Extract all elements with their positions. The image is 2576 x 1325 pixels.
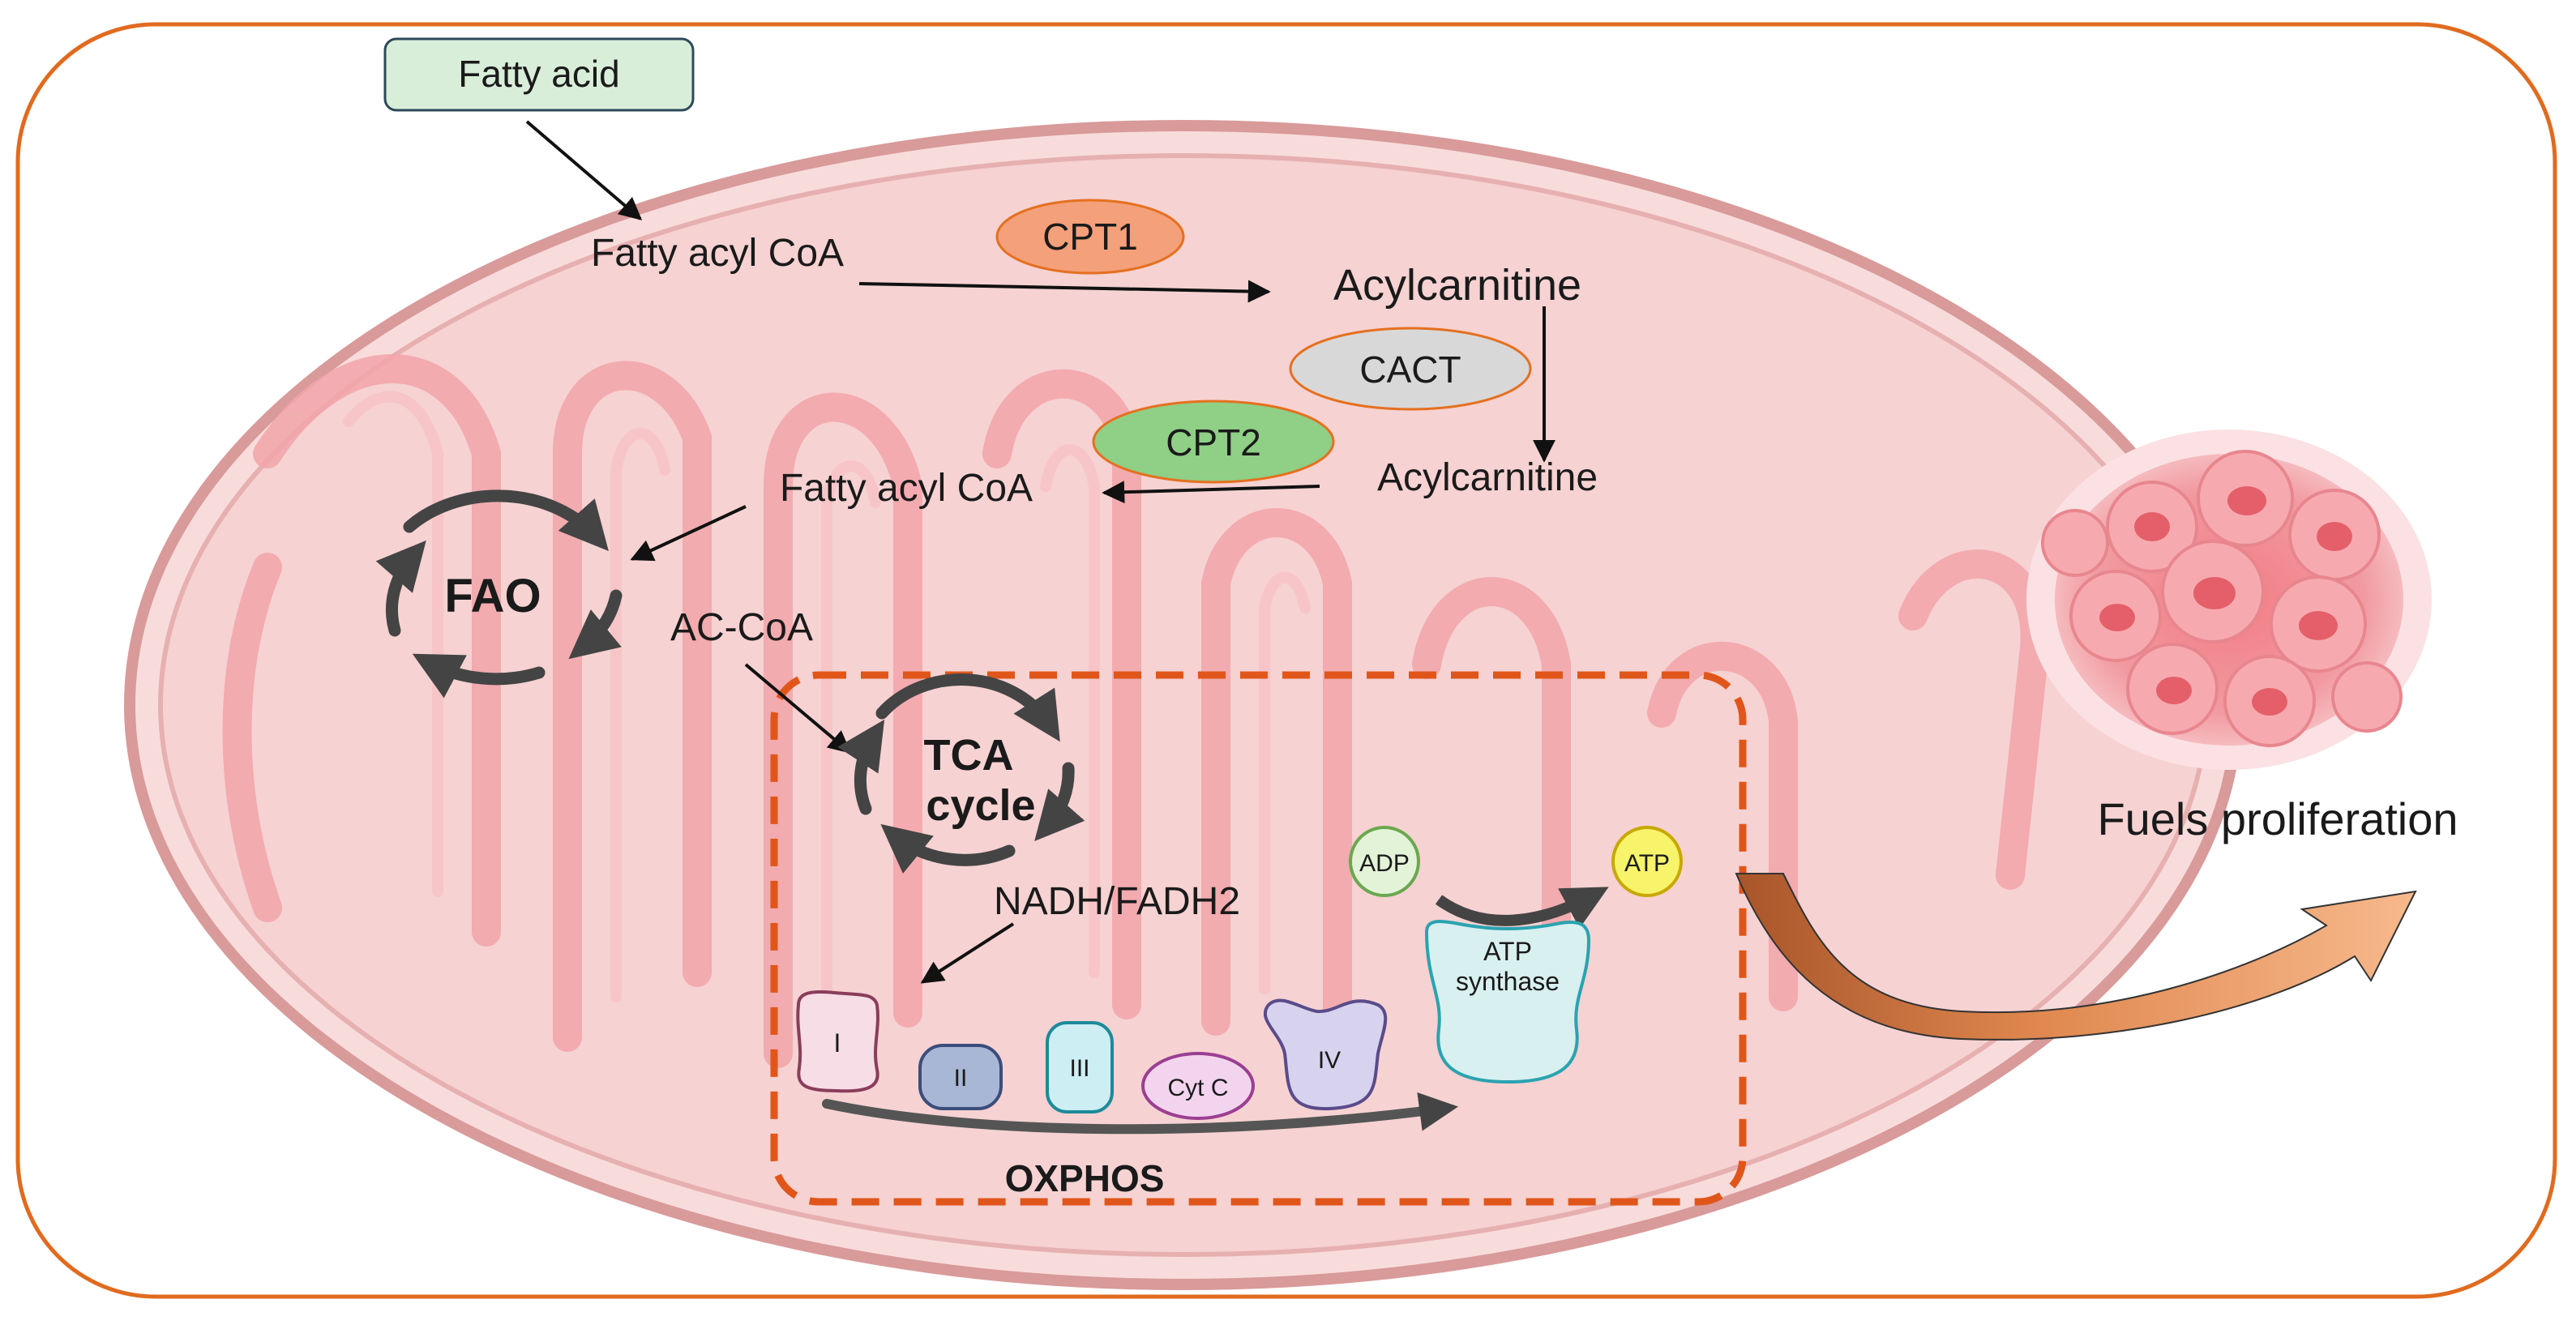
ac-coa-label: AC-CoA [670,606,813,649]
arrow-nadh-to-complex1 [920,922,1015,984]
complex-4: IV [1263,998,1388,1111]
arrow-adp-to-atp [1435,887,1609,929]
complex-1-label: I [834,1028,841,1058]
complex-2: II [918,1044,1003,1110]
complex-1: I [796,989,879,1093]
cpt2-enzyme: CPT2 [1092,400,1335,484]
atp-synthase: ATP synthase [1424,920,1591,1084]
oxphos-region [770,671,1747,1206]
cyt-c-label: Cyt C [1168,1075,1229,1101]
nadh-fadh2-label: NADH/FADH2 [994,880,1240,923]
fao-label: FAO [444,570,541,622]
cact-label: CACT [1359,348,1461,391]
complex-4-label: IV [1318,1047,1341,1074]
fatty-acid-box: Fatty acid [383,37,695,112]
cycle-arrows-icon [837,673,1085,874]
atp-label: ATP [1624,850,1670,877]
atp-synthase-label-line1: ATP [1483,937,1532,966]
fatty-acyl-coa-inner-label: Fatty acyl CoA [780,467,1033,510]
cpt1-label: CPT1 [1042,216,1138,258]
oxphos-label: OXPHOS [1005,1157,1165,1199]
tca-cycle: TCA cycle [837,673,1085,874]
atp-molecule: ATP [1611,826,1683,897]
tumor-cluster-icon [2026,430,2432,770]
acylcarnitine-outer-label: Acylcarnitine [1333,261,1581,310]
cact-transporter: CACT [1289,327,1532,411]
complex-3-label: III [1069,1055,1089,1082]
arrow-accoa-to-tca [744,663,852,754]
arrow-acylcoa-to-fao [630,505,747,562]
atp-synthase-label-line2: synthase [1456,967,1560,996]
arrow-fa-to-acylcoa [525,120,643,220]
arrow-acylcoa-to-acylcarnitine [858,280,1271,303]
complex-2-label: II [954,1065,968,1092]
fuels-proliferation-label: Fuels proliferation [2097,793,2458,844]
tca-label-line1: TCA [924,731,1014,780]
tca-label-line2: cycle [926,781,1035,830]
curved-arrow-icon [1735,873,2417,1041]
cpt1-enzyme: CPT1 [995,199,1185,275]
fatty-acid-label: Fatty acid [458,53,619,95]
fatty-acyl-coa-outer-label: Fatty acyl CoA [591,232,844,275]
cyt-c: Cyt C [1141,1052,1255,1120]
acylcarnitine-inner-label: Acylcarnitine [1377,456,1598,499]
adp-label: ADP [1359,850,1410,877]
cycle-arrows-icon [375,489,623,699]
arrow-acylcarnitine-to-acylcoa [1102,481,1320,504]
complex-3: III [1046,1021,1114,1113]
arrow-electron-flow [822,1092,1459,1135]
cpt2-label: CPT2 [1166,421,1261,464]
adp-molecule: ADP [1349,826,1420,897]
fao-cycle: FAO [375,489,623,699]
